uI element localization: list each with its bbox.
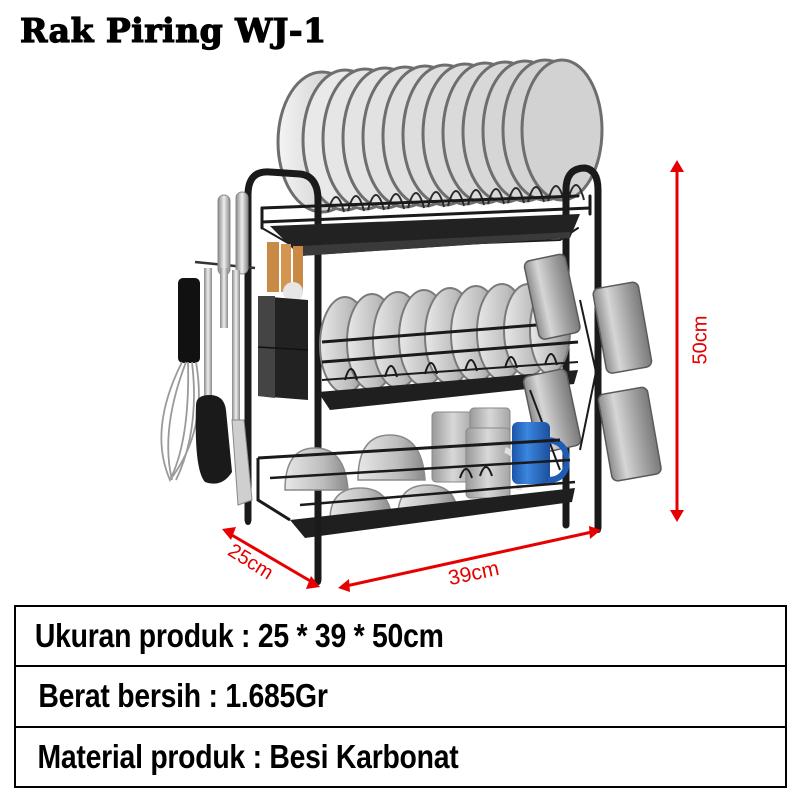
hanging-kitchen-tools bbox=[160, 191, 256, 506]
height-arrow bbox=[670, 160, 684, 522]
dish-rack-product-image bbox=[160, 58, 684, 592]
utensil-holder bbox=[257, 242, 309, 400]
height-dimension-label: 50cm bbox=[689, 315, 712, 365]
width-arrow bbox=[338, 526, 601, 592]
middle-drip-tray bbox=[318, 370, 578, 410]
middle-tier-bowls bbox=[319, 283, 571, 394]
spec-row-size: Ukuran produk : 25 * 39 * 50cm bbox=[16, 607, 785, 668]
spec-weight-text: Berat bersih : 1.685Gr bbox=[38, 677, 328, 715]
depth-arrow bbox=[222, 527, 320, 589]
spec-material-text: Material produk : Besi Karbonat bbox=[37, 737, 459, 775]
dimension-arrows bbox=[222, 160, 684, 592]
top-tier-plates bbox=[276, 58, 604, 214]
spec-table: Ukuran produk : 25 * 39 * 50cm Berat ber… bbox=[14, 605, 787, 788]
blue-mug bbox=[512, 422, 550, 484]
hanging-glasses bbox=[522, 253, 662, 482]
spec-size-text: Ukuran produk : 25 * 39 * 50cm bbox=[34, 617, 444, 655]
product-title: Rak Piring WJ-1 bbox=[19, 11, 327, 50]
spec-row-weight: Berat bersih : 1.685Gr bbox=[16, 667, 785, 728]
spec-row-material: Material produk : Besi Karbonat bbox=[16, 728, 785, 786]
bottom-drip-tray bbox=[290, 488, 575, 538]
middle-tier-frame bbox=[321, 320, 579, 381]
bottom-tier-frame bbox=[256, 438, 576, 522]
